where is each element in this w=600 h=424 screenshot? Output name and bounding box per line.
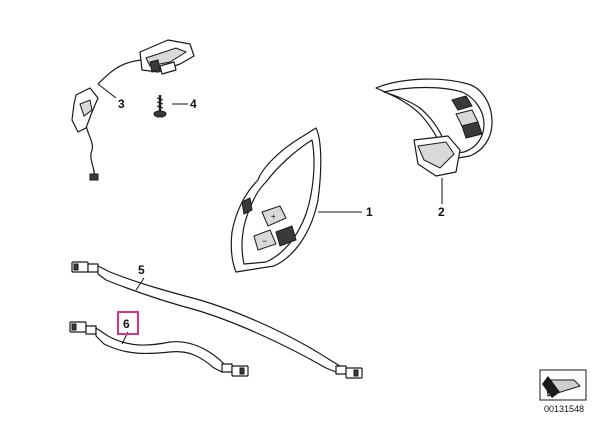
callout-6: 6 <box>123 317 130 331</box>
callout-4: 4 <box>190 97 197 111</box>
button-minus-icon <box>253 229 277 251</box>
part-2-switch-panel <box>375 78 493 177</box>
catalog-badge: 00131548 <box>539 369 587 414</box>
button-top-icon <box>451 95 473 111</box>
callout-6-highlight-box <box>117 311 139 335</box>
part-6-wiring-harness <box>69 321 249 377</box>
part-5-wiring-harness <box>71 261 363 379</box>
callout-3: 3 <box>118 97 125 111</box>
callout-1: 1 <box>366 205 373 219</box>
svg-text:−: − <box>262 236 267 246</box>
part-1-switch-panel: + − <box>230 127 322 273</box>
arrow-head-icon <box>542 376 560 398</box>
catalog-number: 00131548 <box>544 404 584 414</box>
button-voice-icon <box>275 225 297 247</box>
callout-2: 2 <box>438 205 445 219</box>
part-4-screw <box>153 95 167 118</box>
callout-5: 5 <box>138 263 145 277</box>
part-3-switch-assembly <box>71 39 195 181</box>
button-plus-icon <box>261 205 287 227</box>
svg-text:+: + <box>271 212 276 221</box>
leader-3 <box>97 83 117 99</box>
button-bottom-icon <box>461 121 483 139</box>
leader-5 <box>135 277 145 291</box>
